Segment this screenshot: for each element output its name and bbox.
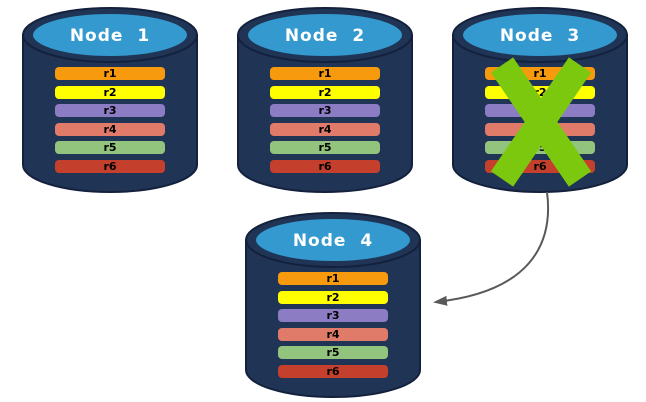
replica-row-r3: r3 [270, 104, 380, 117]
replica-row-r4: r4 [55, 122, 165, 136]
arrow-curve [433, 191, 549, 306]
node-title: Node 1 [69, 26, 151, 46]
cylinder-top-face [461, 12, 619, 58]
replica-row-r4: r4 [270, 122, 380, 136]
replica-row-r1: r1 [278, 272, 388, 285]
replica-row-r3: r3 [278, 309, 388, 322]
node-title: Node 4 [292, 231, 374, 251]
replica-row-r1: r1 [270, 67, 380, 80]
node-title: Node 2 [284, 26, 366, 46]
node-3: Node 3 r1 r2 r3 r4 r5 r6 [452, 7, 628, 193]
replica-row-r2: r2 [278, 290, 388, 304]
replica-row-list: r1 r2 r3 r4 r5 r6 [55, 67, 165, 173]
cylinder-top-face [246, 12, 404, 58]
replica-row-r6: r6 [55, 159, 165, 173]
replica-row-r4: r4 [278, 327, 388, 341]
replica-row-r3: r3 [55, 104, 165, 117]
replica-row-list: r1 r2 r3 r4 r5 r6 [270, 67, 380, 173]
cylinder-top-face [254, 217, 412, 263]
replica-row-r2: r2 [55, 85, 165, 99]
replica-row-r5: r5 [55, 141, 165, 154]
replica-row-r6: r6 [278, 364, 388, 378]
replica-row-list: r1 r2 r3 r4 r5 r6 [278, 272, 388, 378]
replica-row-r2: r2 [270, 85, 380, 99]
node-1: Node 1 r1 r2 r3 r4 r5 r6 [22, 7, 198, 193]
node-title: Node 3 [499, 26, 581, 46]
failure-x-icon [490, 57, 592, 187]
replica-row-r5: r5 [270, 141, 380, 154]
replica-row-r6: r6 [270, 159, 380, 173]
node-4: Node 4 r1 r2 r3 r4 r5 r6 [245, 212, 421, 398]
replica-row-r1: r1 [55, 67, 165, 80]
node-2: Node 2 r1 r2 r3 r4 r5 r6 [237, 7, 413, 193]
replica-row-r5: r5 [278, 346, 388, 359]
cylinder-top-face [31, 12, 189, 58]
